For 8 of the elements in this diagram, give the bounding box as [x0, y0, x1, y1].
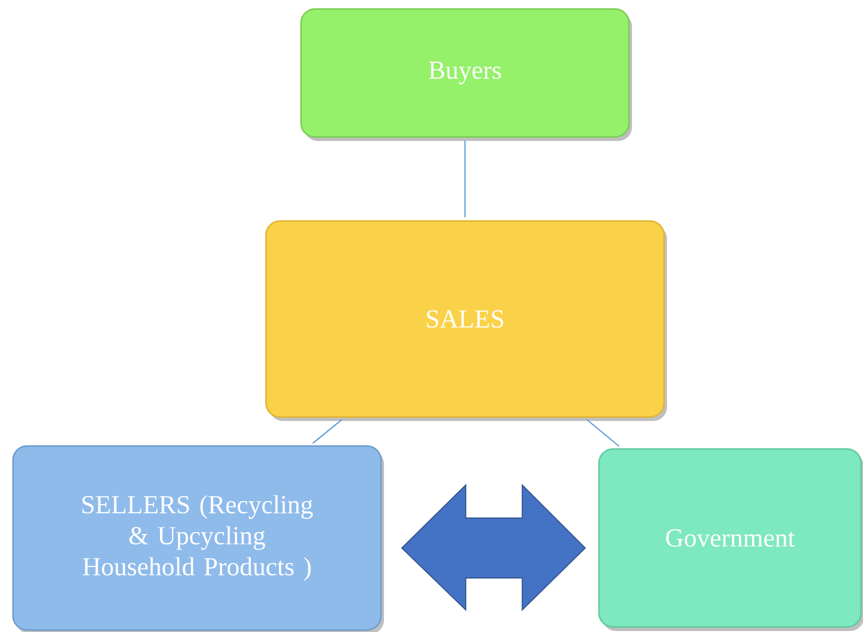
process-box: SELLERS (Recycling & Upcycling Household Products ): [12, 445, 382, 631]
process-box: SALES: [265, 220, 665, 418]
double-arrow: [401, 484, 586, 612]
connector-line: [586, 419, 620, 447]
connector-line: [464, 140, 466, 218]
process-box: Buyers: [300, 8, 630, 138]
process-box: Government: [598, 448, 862, 628]
connector-line: [312, 419, 342, 444]
